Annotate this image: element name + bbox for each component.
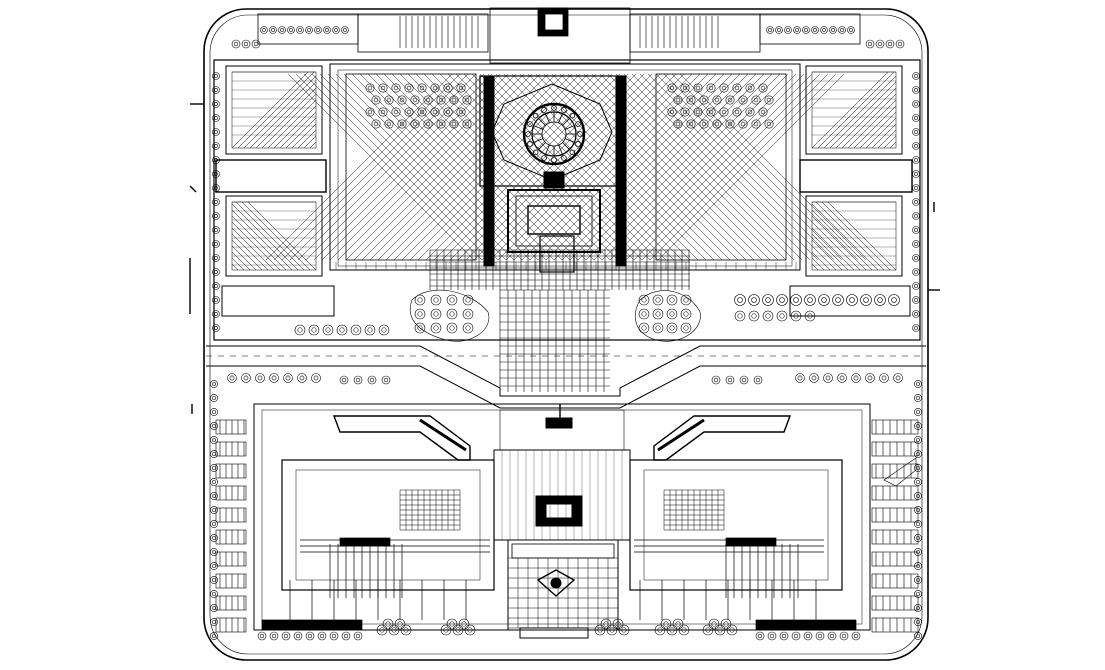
central-plaza-grid [335,249,797,392]
courtyard-trees [365,83,774,129]
rotunda-detail [525,105,583,163]
section-markers [189,103,940,418]
vegetation-north [231,16,905,49]
north-complex [213,59,921,341]
south-central-feature [511,417,615,639]
central-axis-building [479,75,627,273]
north-courtyards [345,73,787,261]
mid-gardens [294,289,900,342]
south-colonnades [261,537,857,631]
courtyard-paving [265,73,867,261]
south-roof-chevrons [332,415,792,461]
north-east-wing [789,65,913,317]
perimeter-trees [210,72,922,640]
side-parking [215,419,919,633]
north-frontage [257,7,861,64]
vegetation-south [257,618,861,641]
north-west-wing [215,65,335,317]
south-paving-grid [399,450,725,629]
